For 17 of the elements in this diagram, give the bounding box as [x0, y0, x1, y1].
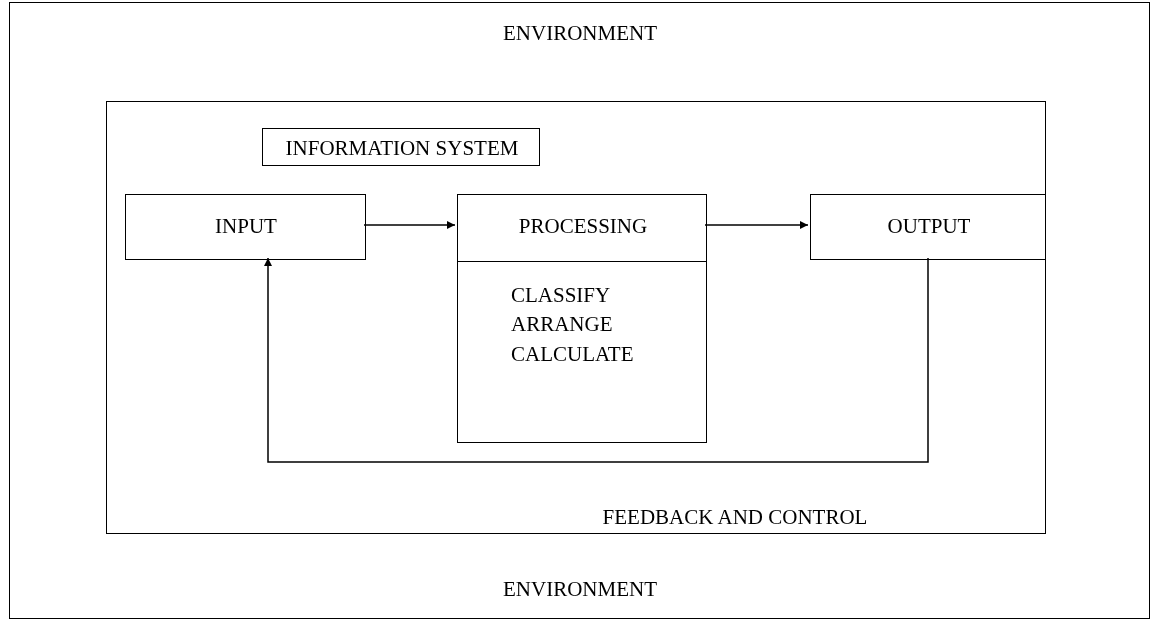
arrow [363, 221, 456, 229]
input-box [125, 194, 366, 260]
arrow [704, 221, 809, 229]
system-title: INFORMATION SYSTEM [285, 136, 519, 162]
arrow [264, 257, 929, 463]
processing-box [457, 194, 707, 443]
input-label: INPUT [215, 214, 277, 240]
output-label: OUTPUT [887, 214, 971, 240]
processing-steps: CLASSIFY ARRANGE CALCULATE [511, 281, 651, 370]
title-box [262, 128, 540, 166]
system-boundary [106, 101, 1046, 534]
feedback-label: FEEDBACK AND CONTROL [602, 505, 868, 531]
output-box [810, 194, 1046, 260]
environment-label: ENVIRONMENT [503, 21, 657, 47]
environment-label: ENVIRONMENT [503, 577, 657, 603]
processing-label: PROCESSING [518, 214, 648, 240]
environment-boundary [9, 2, 1150, 619]
